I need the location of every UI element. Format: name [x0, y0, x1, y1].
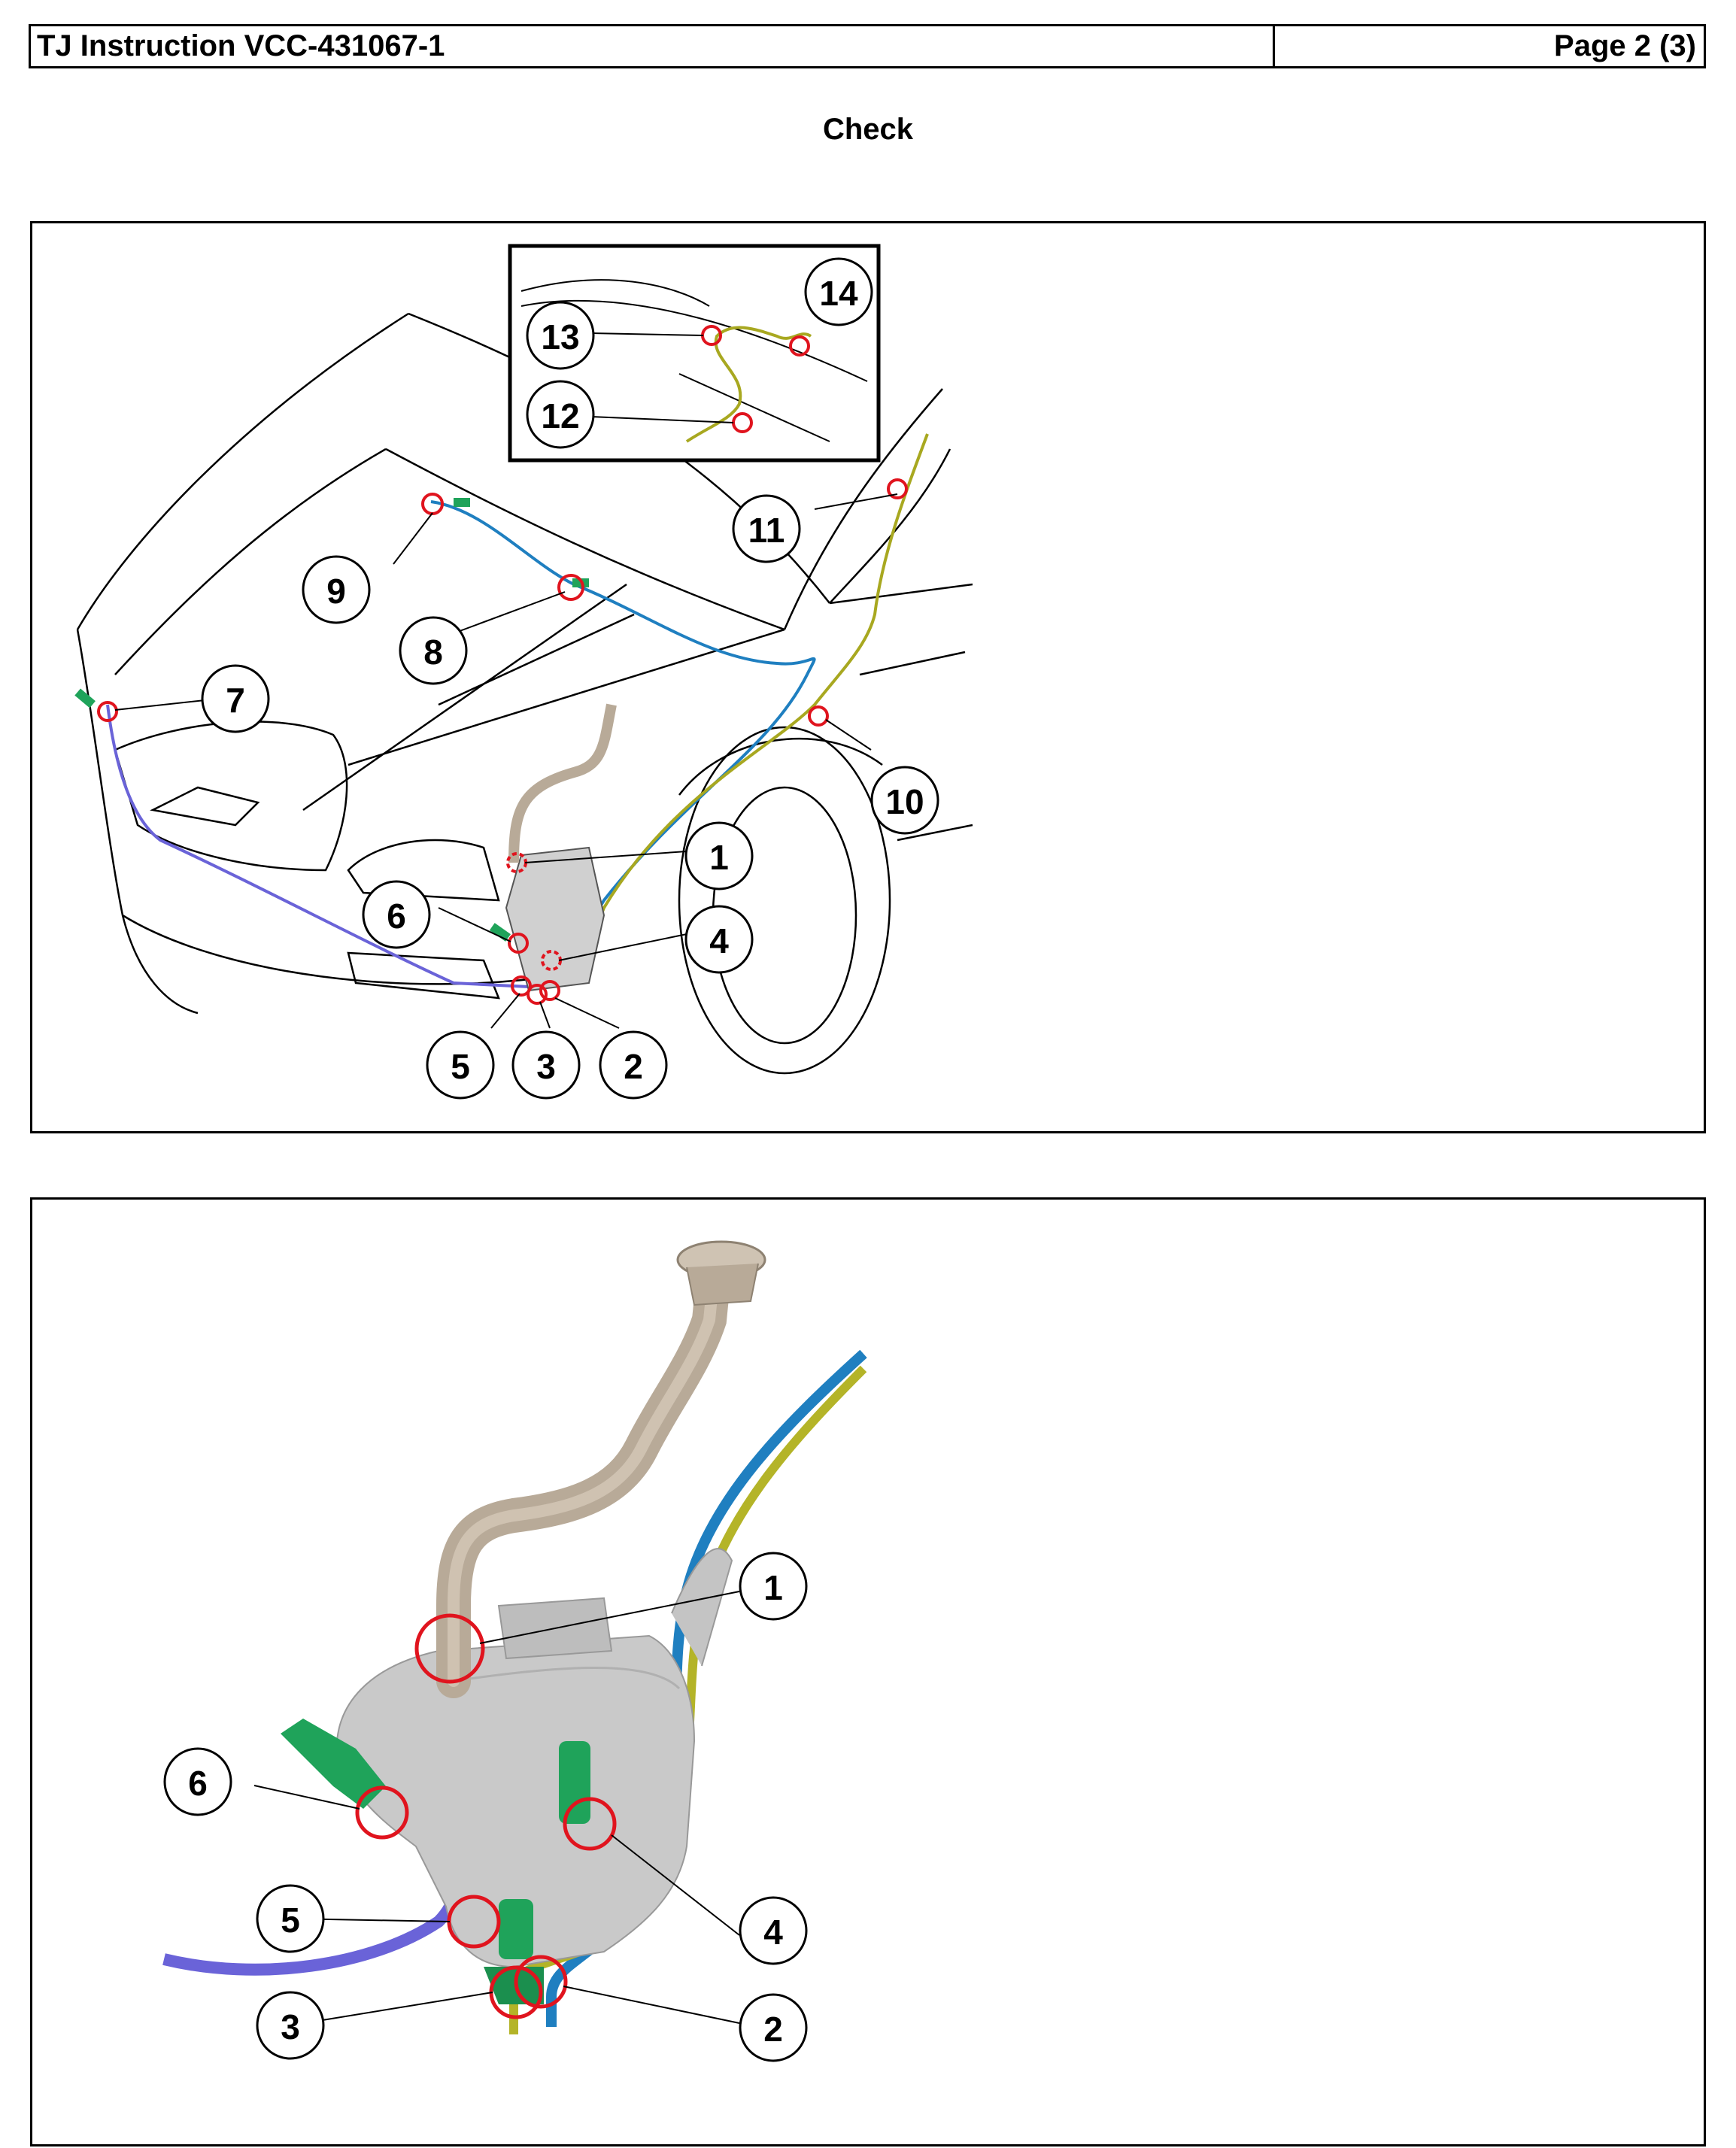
callout-4 — [684, 905, 754, 974]
callout-3-label: 3 — [281, 2007, 300, 2046]
callout-3-label: 3 — [536, 1047, 556, 1086]
callout-6-label: 6 — [188, 1764, 208, 1803]
blue-hose — [430, 500, 816, 977]
purple-hose — [106, 704, 530, 988]
callout-9 — [302, 555, 371, 624]
callout-2-label: 2 — [624, 1047, 643, 1086]
callout-1 — [684, 821, 754, 890]
callout-10-label: 10 — [885, 782, 924, 821]
pump-3-icon — [499, 1899, 533, 1959]
callout-14 — [804, 257, 873, 326]
callout-12 — [526, 380, 595, 449]
reservoir-tank — [335, 1634, 696, 1968]
nozzle-icon — [74, 688, 96, 708]
callout-4-label: 4 — [763, 1913, 783, 1952]
check-point-markers — [355, 1613, 617, 2019]
callout-2-label: 2 — [763, 2010, 783, 2049]
callout-3 — [256, 1991, 325, 2060]
callout-1 — [739, 1552, 808, 1621]
callout-8-label: 8 — [423, 633, 443, 672]
callout-6 — [163, 1747, 232, 1816]
figure-reservoir-closeup: 1 2 3 4 5 6 — [30, 1197, 1706, 2146]
document-header: TJ Instruction VCC-431067-1 Page 2 (3) — [29, 24, 1706, 68]
instruction-title: TJ Instruction VCC-431067-1 — [31, 26, 1275, 66]
reservoir-render: 1 2 3 4 5 6 — [162, 1240, 867, 2062]
nozzle-icon — [454, 498, 470, 507]
nozzle-icon — [489, 923, 511, 942]
callout-10 — [870, 766, 939, 835]
figure-car-overview: 1 2 3 4 5 6 7 8 9 10 11 12 13 14 — [30, 221, 1706, 1133]
nozzle-6-icon — [281, 1719, 386, 1809]
callout-4 — [739, 1896, 808, 1965]
callout-11 — [732, 494, 801, 563]
callout-7-label: 7 — [226, 681, 245, 720]
callout-9-label: 9 — [326, 572, 346, 611]
pump-4-icon — [559, 1741, 590, 1824]
callout-14-label: 14 — [819, 274, 858, 313]
callout-5-label: 5 — [451, 1047, 470, 1086]
callout-1-label: 1 — [763, 1568, 783, 1607]
callout-7 — [201, 664, 270, 733]
callout-13-label: 13 — [541, 317, 579, 356]
callout-2 — [599, 1030, 668, 1100]
callout-3 — [511, 1030, 581, 1100]
car-line-drawing: 1 2 3 4 5 6 7 8 9 10 11 12 13 14 — [74, 244, 973, 1100]
yellow-hose — [572, 433, 929, 984]
callout-6-label: 6 — [387, 897, 406, 936]
page-number: Page 2 (3) — [1554, 29, 1696, 62]
callout-5 — [256, 1884, 325, 1953]
callout-5 — [426, 1030, 495, 1100]
callout-2 — [739, 1993, 808, 2062]
callout-6 — [362, 880, 431, 949]
callout-8 — [399, 616, 468, 685]
filler-neck — [508, 703, 617, 863]
callout-13 — [526, 301, 595, 370]
callout-11-label: 11 — [748, 511, 785, 550]
callout-5-label: 5 — [281, 1901, 300, 1940]
callout-1-label: 1 — [709, 838, 729, 877]
callout-12-label: 12 — [541, 396, 579, 435]
section-title: Check — [822, 113, 914, 146]
callout-4-label: 4 — [709, 921, 729, 960]
